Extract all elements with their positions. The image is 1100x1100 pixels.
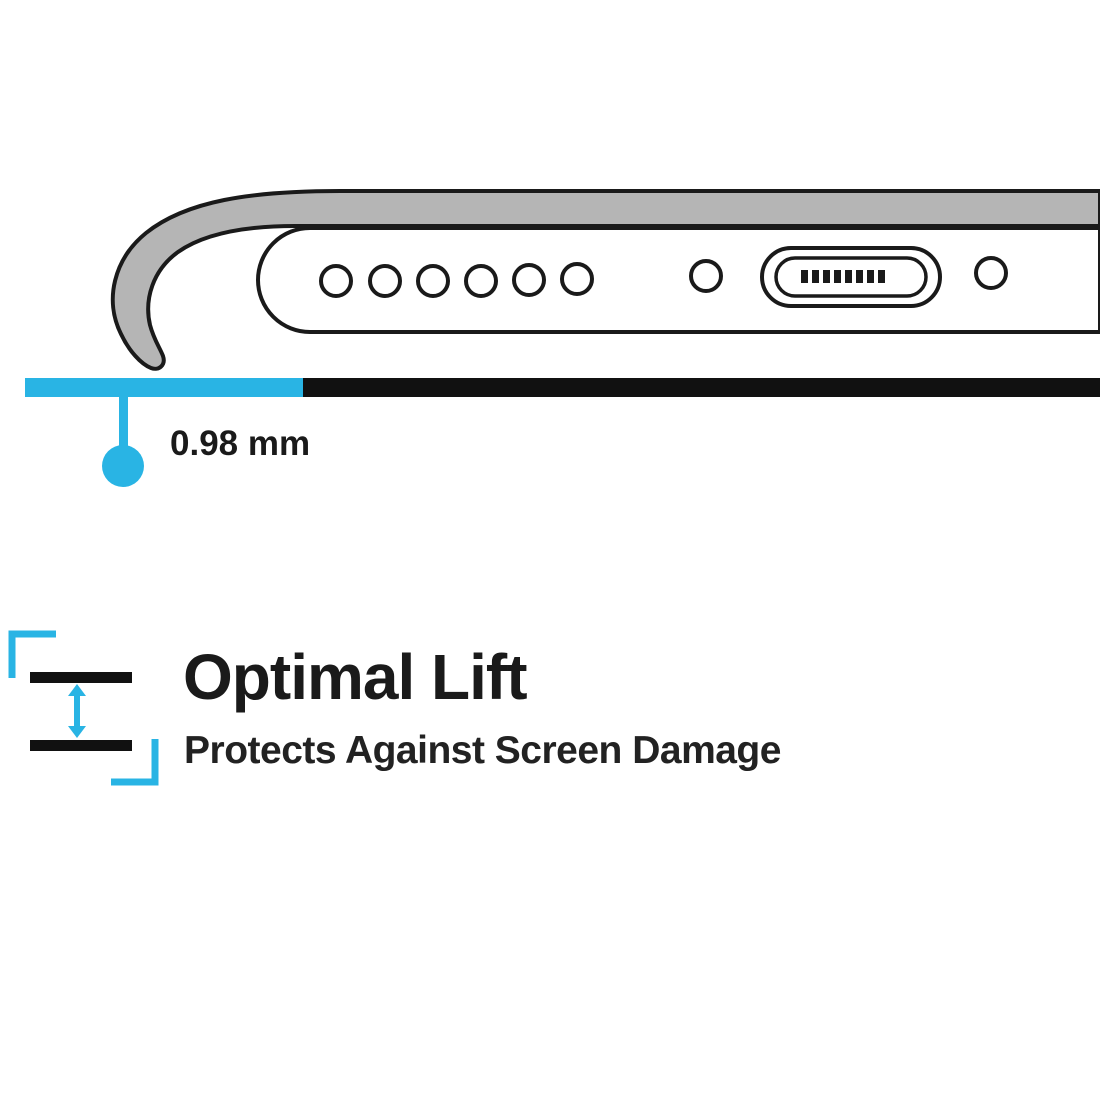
- speaker-hole: [512, 263, 546, 297]
- speaker-hole: [319, 264, 353, 298]
- charging-port-icon: [760, 246, 942, 308]
- port-pins: [801, 270, 885, 283]
- case-lip: [110, 189, 1100, 371]
- screw-hole-icon: [974, 256, 1008, 290]
- speaker-hole: [368, 264, 402, 298]
- measure-pointer-stem: [119, 396, 128, 448]
- double-arrow-icon: [68, 684, 86, 738]
- speaker-hole: [560, 262, 594, 296]
- measurement-label: 0.98 mm: [170, 424, 311, 463]
- lift-gap-bar-accent: [25, 378, 303, 397]
- feature-title: Optimal Lift: [183, 641, 528, 713]
- speaker-holes-icon: [319, 262, 594, 298]
- optimal-lift-icon: [8, 630, 159, 786]
- phone-case-illustration: [25, 189, 1100, 487]
- feature-subtitle: Protects Against Screen Damage: [184, 729, 781, 772]
- speaker-hole: [416, 264, 450, 298]
- mic-hole-icon: [689, 259, 723, 293]
- speaker-hole: [464, 264, 498, 298]
- screen-line-top: [30, 672, 132, 683]
- lift-gap-bar-dark: [303, 378, 1100, 397]
- screen-line-bottom: [30, 740, 132, 751]
- measure-pointer-dot: [102, 445, 144, 487]
- corner-bracket-bottom-right: [111, 739, 159, 786]
- corner-bracket-top-left: [8, 630, 56, 678]
